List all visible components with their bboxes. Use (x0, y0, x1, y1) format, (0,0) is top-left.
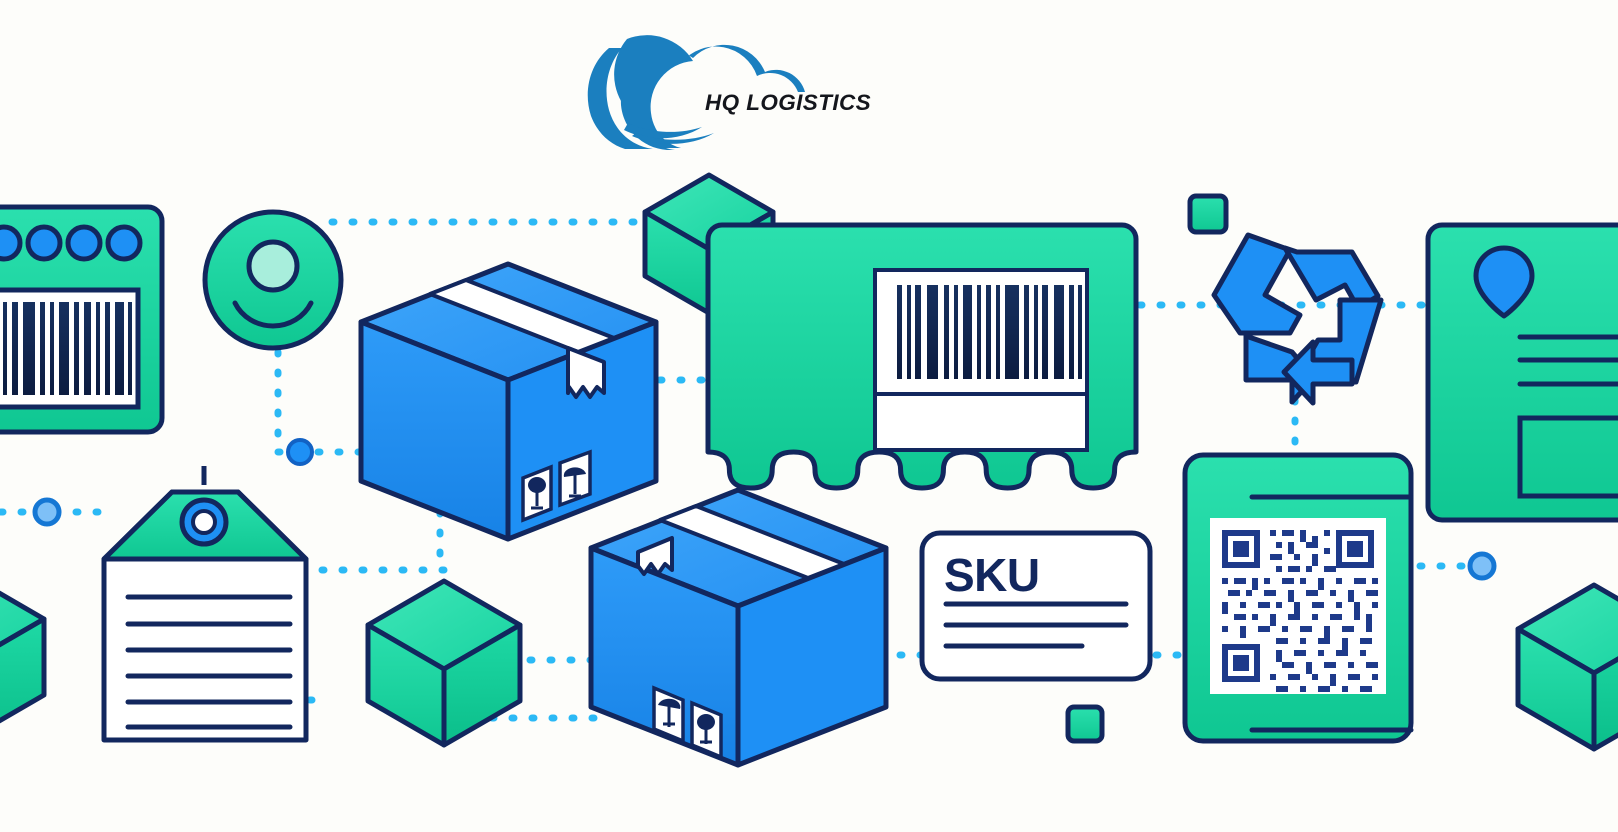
handling-label-keep-dry (652, 685, 685, 744)
accent-square-top (1187, 193, 1229, 235)
barcode-card-center (705, 222, 1139, 491)
accent-square-bottom (1065, 704, 1105, 744)
brand-wordmark: HQ LOGISTICS (705, 90, 872, 115)
sku-card (919, 530, 1153, 682)
barcode-card-left (0, 204, 165, 435)
avatar-circle (202, 209, 344, 351)
green-cube-right-edge (1515, 582, 1618, 752)
handling-label-keep-dry (558, 449, 592, 508)
qr-code-panel (1182, 452, 1414, 744)
sku-card-title: SKU (944, 549, 1040, 601)
green-cube-left-edge (0, 590, 47, 724)
shipping-tag (101, 466, 309, 743)
shipping-box-primary (358, 261, 659, 542)
qr-modules (1222, 530, 1378, 692)
handling-label-fragile (521, 464, 553, 523)
brand-logo: HQ LOGISTICS (620, 28, 880, 148)
map-pin-icon (1473, 245, 1535, 319)
handling-label-fragile (690, 700, 723, 760)
address-card-right (1425, 222, 1618, 523)
recycle-icon (1211, 232, 1384, 406)
green-cube-lower (365, 578, 523, 748)
shipping-box-secondary (588, 487, 889, 768)
barcode-strokes (3, 302, 132, 395)
cloud-icon (587, 35, 805, 150)
barcode-strokes (897, 285, 1082, 379)
